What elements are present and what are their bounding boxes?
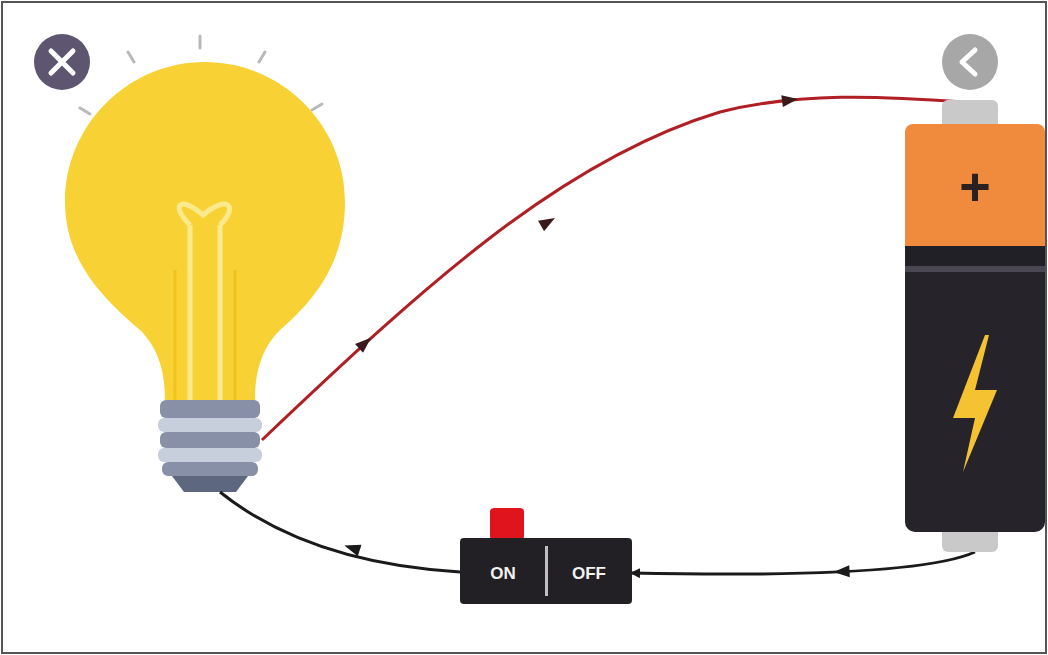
switch-label: OFF xyxy=(572,565,606,582)
battery-terminal xyxy=(942,100,998,126)
battery-band xyxy=(905,246,1045,266)
switch: ON OFF xyxy=(460,538,632,604)
terminal-sign: + xyxy=(959,159,991,213)
battery-terminal xyxy=(942,532,998,552)
switch-label: ON xyxy=(490,565,516,582)
black-wire xyxy=(220,492,460,572)
back-icon xyxy=(942,34,998,90)
switch-button xyxy=(490,508,524,540)
current-arrow xyxy=(833,565,850,578)
battery: + xyxy=(905,100,1045,552)
close-icon xyxy=(34,34,90,90)
light-bulb xyxy=(65,62,345,492)
wire-connector xyxy=(632,552,975,574)
switch-divider xyxy=(545,546,548,596)
red-wire xyxy=(262,93,965,440)
